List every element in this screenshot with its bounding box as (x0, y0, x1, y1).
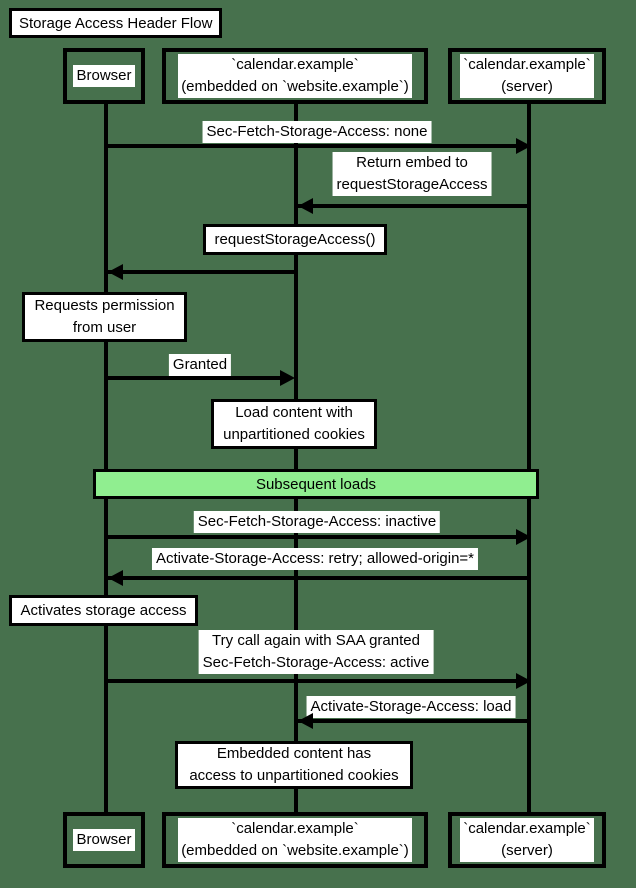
message-activate-retry-label: Activate-Storage-Access: retry; allowed-… (151, 548, 479, 570)
participant-label-line: `calendar.example` (231, 56, 359, 73)
arrowhead-left-icon (108, 264, 123, 280)
note-embedded-content-access: Embedded content has access to unpartiti… (175, 741, 413, 789)
message-granted-label: Granted (168, 354, 232, 376)
message-label-line: requestStorageAccess() (214, 230, 376, 248)
note-line: from user (72, 319, 137, 336)
message-label-line: Try call again with SAA granted (212, 632, 420, 649)
participant-label: `calendar.example` (server) (460, 54, 594, 98)
message-request-storage-access-label: requestStorageAccess() (203, 224, 387, 255)
arrowhead-right-icon (516, 138, 531, 154)
message-activate-load-line (298, 719, 531, 723)
participant-embed-bottom: `calendar.example` (embedded on `website… (162, 812, 428, 868)
message-label-line: requestStorageAccess (336, 176, 488, 193)
participant-label-line: (server) (501, 842, 553, 859)
lifeline-server (527, 104, 531, 812)
note-line: unpartitioned cookies (223, 426, 365, 443)
note-requests-permission: Requests permission from user (22, 292, 187, 342)
note-activates-storage-access: Activates storage access (9, 595, 198, 626)
participant-label: Browser (73, 65, 135, 87)
participant-embed-top: `calendar.example` (embedded on `website… (162, 48, 428, 104)
note-line: Load content with (235, 404, 353, 421)
participant-label: `calendar.example` (embedded on `website… (178, 54, 412, 98)
message-request-storage-access-line (108, 270, 298, 274)
participant-label: `calendar.example` (embedded on `website… (178, 818, 412, 862)
participant-label-line: `calendar.example` (463, 820, 591, 837)
note-line: access to unpartitioned cookies (189, 767, 399, 784)
lifeline-browser (104, 104, 108, 812)
divider-subsequent-loads: Subsequent loads (93, 469, 539, 499)
participant-label-line: `calendar.example` (231, 820, 359, 837)
message-label-line: Sec-Fetch-Storage-Access: active (202, 654, 430, 671)
message-return-embed-line (298, 204, 531, 208)
participant-label: Browser (73, 829, 135, 851)
message-try-again-label: Try call again with SAA granted Sec-Fetc… (198, 630, 434, 674)
message-label-line: Return embed to (356, 154, 468, 171)
arrowhead-right-icon (280, 370, 295, 386)
participant-label: `calendar.example` (server) (460, 818, 594, 862)
note-line: Activates storage access (20, 601, 187, 619)
message-sec-fetch-none-line (106, 144, 529, 148)
arrowhead-left-icon (298, 713, 313, 729)
note-line: Embedded content has (216, 745, 372, 762)
arrowhead-right-icon (516, 529, 531, 545)
message-sec-fetch-inactive-line (106, 535, 529, 539)
arrowhead-left-icon (298, 198, 313, 214)
lifeline-embed (294, 104, 298, 812)
participant-label-line: (embedded on `website.example`) (181, 78, 409, 95)
participant-browser-top: Browser (63, 48, 145, 104)
arrowhead-left-icon (108, 570, 123, 586)
message-try-again-line (106, 679, 529, 683)
message-sec-fetch-inactive-label: Sec-Fetch-Storage-Access: inactive (193, 511, 441, 533)
message-granted-line (106, 376, 282, 380)
participant-label-line: `calendar.example` (463, 56, 591, 73)
message-activate-retry-line (108, 576, 531, 580)
message-sec-fetch-none-label: Sec-Fetch-Storage-Access: none (202, 121, 432, 143)
diagram-title: Storage Access Header Flow (9, 8, 223, 38)
participant-browser-bottom: Browser (63, 812, 145, 868)
arrowhead-right-icon (516, 673, 531, 689)
participant-server-top: `calendar.example` (server) (448, 48, 606, 104)
message-return-embed-label: Return embed to requestStorageAccess (332, 152, 492, 196)
participant-label-line: (server) (501, 78, 553, 95)
message-activate-load-label: Activate-Storage-Access: load (306, 696, 516, 718)
participant-label-line: (embedded on `website.example`) (181, 842, 409, 859)
participant-server-bottom: `calendar.example` (server) (448, 812, 606, 868)
note-line: Requests permission (34, 297, 175, 314)
note-load-content: Load content with unpartitioned cookies (211, 399, 377, 449)
